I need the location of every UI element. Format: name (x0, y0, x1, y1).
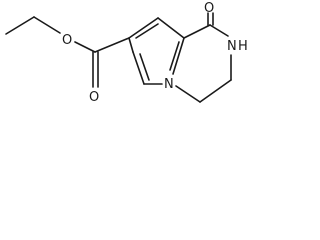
ester-group (74, 37, 130, 88)
ester-oxygen-label: O (62, 33, 72, 48)
bond-c8a-n (172, 37, 185, 75)
bond-carbonyl-to-ring (94, 37, 130, 53)
bond-c8a-n-inner (169, 41, 180, 71)
pyrazinone-ring (175, 12, 232, 103)
amide-hydrogen-label: H (238, 39, 248, 54)
bond-c5-c6 (132, 51, 145, 85)
chemical-structure: O O N O N H (5, 1, 248, 105)
bond-ch2-o (33, 16, 61, 34)
bond-c7-c8-inner (135, 23, 159, 39)
pyrrole-ring (128, 17, 185, 85)
bond-c1-n2 (209, 24, 229, 37)
ester-carbonyl-oxygen-label: O (89, 90, 99, 105)
bond-c8-c8a (157, 17, 185, 39)
bond-c5-c6-inner (139, 53, 150, 81)
bond-ch3-ch2 (5, 16, 35, 35)
bond-c7-c8 (128, 17, 159, 39)
bond-o-carbonyl-carbon (74, 41, 96, 53)
bond-c4-n (175, 85, 201, 103)
amide-oxygen-label: O (204, 1, 214, 16)
ring-nitrogen-label: N (164, 77, 174, 92)
bond-c3-c4 (199, 79, 232, 103)
bond-c6-c7 (128, 37, 134, 53)
ethyl-group (5, 16, 61, 35)
bond-c8a-c1 (183, 24, 211, 39)
amide-nitrogen-label: N (227, 39, 237, 54)
